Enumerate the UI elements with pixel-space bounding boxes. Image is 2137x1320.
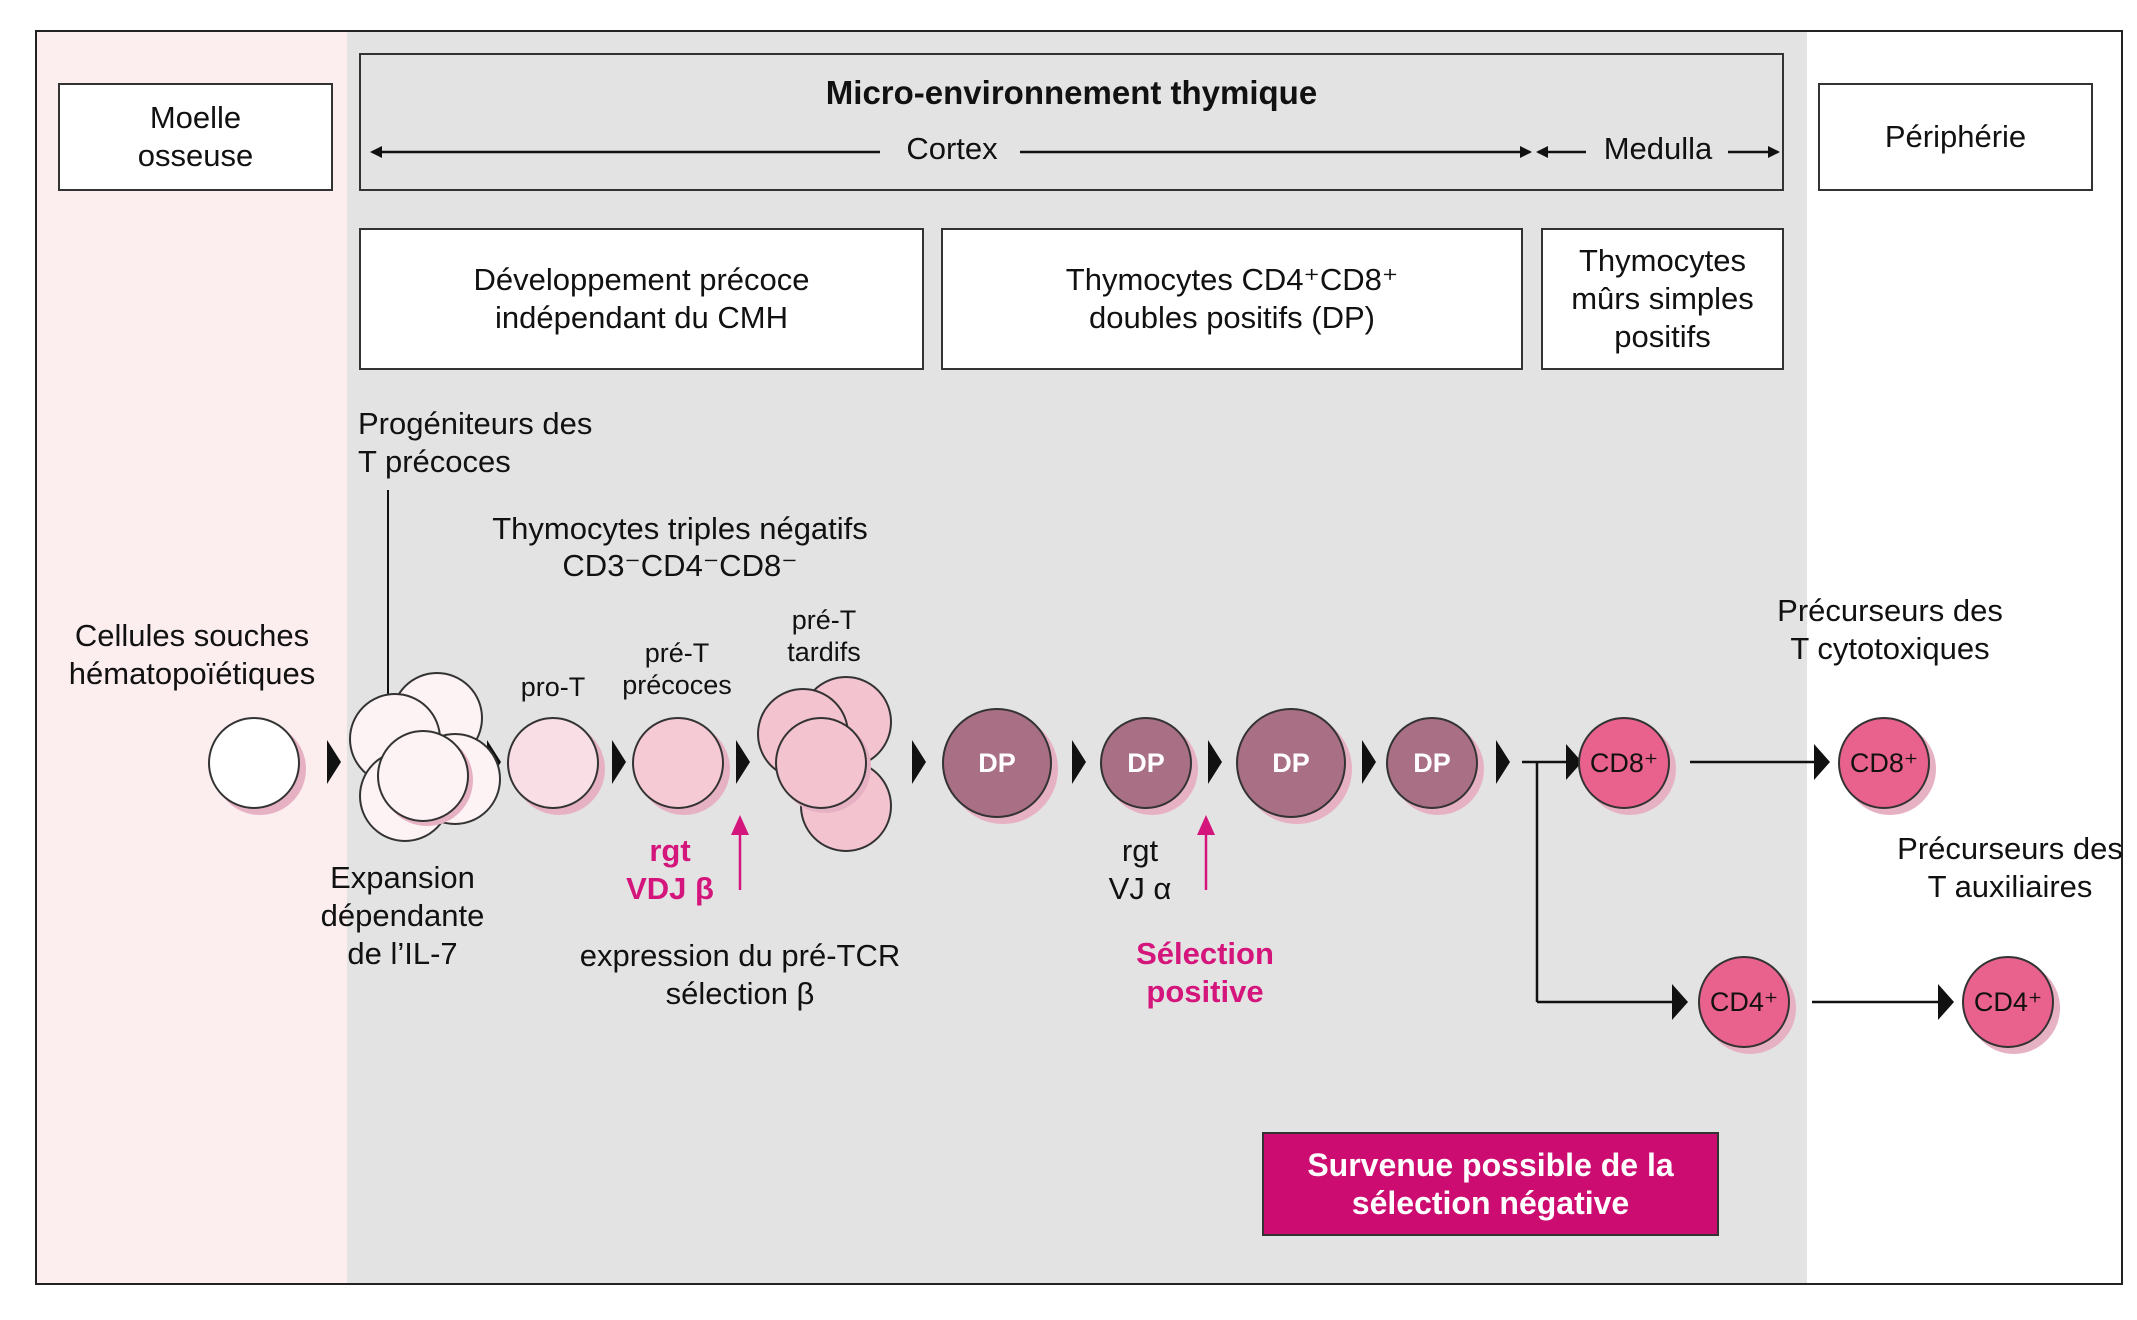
dp-cell-label: DP: [1127, 747, 1165, 778]
cd4-thymus-cell: CD4⁺: [1698, 956, 1790, 1048]
cd4-label: CD4⁺: [1973, 986, 2043, 1017]
il7-label: Expansion dépendante de l’IL-7: [320, 860, 485, 971]
rgt-vdj-label-2: VDJ β: [626, 871, 714, 906]
cd8-thymus-cell: CD8⁺: [1578, 717, 1670, 809]
medulla-label: Medulla: [1603, 131, 1713, 166]
dp-cell: DP: [1236, 708, 1346, 818]
dp-cell: DP: [1100, 717, 1192, 809]
rgt-vdj-label-1: rgt: [649, 833, 691, 868]
rgt-vj-label-1: rgt: [1121, 833, 1159, 868]
periphery-box: Périphérie: [1818, 83, 2093, 191]
cd8-label: CD8⁺: [1849, 747, 1919, 778]
negative-selection-box: Survenue possible de la sélection négati…: [1262, 1132, 1719, 1236]
thymic-label: Micro-environnement thymique: [825, 74, 1318, 111]
tn-markers-label: CD3⁻CD4⁻CD8⁻: [562, 548, 798, 583]
cd8-periphery-cell: CD8⁺: [1838, 717, 1930, 809]
hsc-cell: [208, 717, 300, 809]
negative-selection-label: Survenue possible de la sélection négati…: [1307, 1147, 1674, 1221]
dp-cell-label: DP: [1413, 747, 1451, 778]
dp-cell: DP: [1386, 717, 1478, 809]
periphery-label: Périphérie: [1884, 119, 2027, 154]
pro-t-label: pro-T: [520, 672, 586, 702]
pre-t-early-cell: [632, 717, 724, 809]
cd4-label: CD4⁺: [1709, 986, 1779, 1017]
dp-cell-label: DP: [1272, 747, 1310, 778]
diagram-frame: [35, 30, 2123, 1285]
bone-marrow-zone: [35, 30, 347, 1285]
hsc-label: Cellules souches hématopoïétiques: [68, 618, 316, 691]
early-stage-label: Développement précoce indépendant du CMH: [473, 262, 810, 335]
etp-cell: [377, 730, 469, 822]
bone-marrow-box: Moelle osseuse: [58, 83, 333, 191]
pre-t-late-cell: [775, 717, 867, 809]
thymic-box: [359, 53, 1784, 191]
dp-cell-label: DP: [978, 747, 1016, 778]
pro-t-cell: [507, 717, 599, 809]
tn-label: Thymocytes triples négatifs: [492, 511, 868, 546]
dp-stage-label: Thymocytes CD4⁺CD8⁺ doubles positifs (DP…: [1065, 262, 1399, 335]
cytotoxic-precursors-label: Précurseurs des T cytotoxiques: [1777, 593, 2003, 666]
early-stage-box: Développement précoce indépendant du CMH: [359, 228, 924, 370]
positive-selection-label: Sélection positive: [1136, 936, 1274, 1009]
helper-precursors-label: Précurseurs des T auxiliaires: [1897, 831, 2123, 904]
etp-label: Progéniteurs des T précoces: [358, 406, 593, 479]
pre-t-early-label: pré-T précoces: [622, 638, 732, 700]
cd8-label: CD8⁺: [1589, 747, 1659, 778]
dp-cell: DP: [942, 708, 1052, 818]
pre-t-late-label: pré-T tardifs: [787, 605, 861, 667]
bone-marrow-label: Moelle osseuse: [137, 100, 254, 173]
rgt-vj-label-2: VJ α: [1108, 871, 1172, 906]
pre-tcr-label: expression du pré-TCR sélection β: [579, 938, 901, 1011]
dp-stage-box: Thymocytes CD4⁺CD8⁺ doubles positifs (DP…: [941, 228, 1523, 370]
mature-stage-label: Thymocytes mûrs simples positifs: [1571, 243, 1754, 354]
cortex-label: Cortex: [906, 131, 998, 166]
mature-stage-box: Thymocytes mûrs simples positifs: [1541, 228, 1784, 370]
cd4-periphery-cell: CD4⁺: [1962, 956, 2054, 1048]
